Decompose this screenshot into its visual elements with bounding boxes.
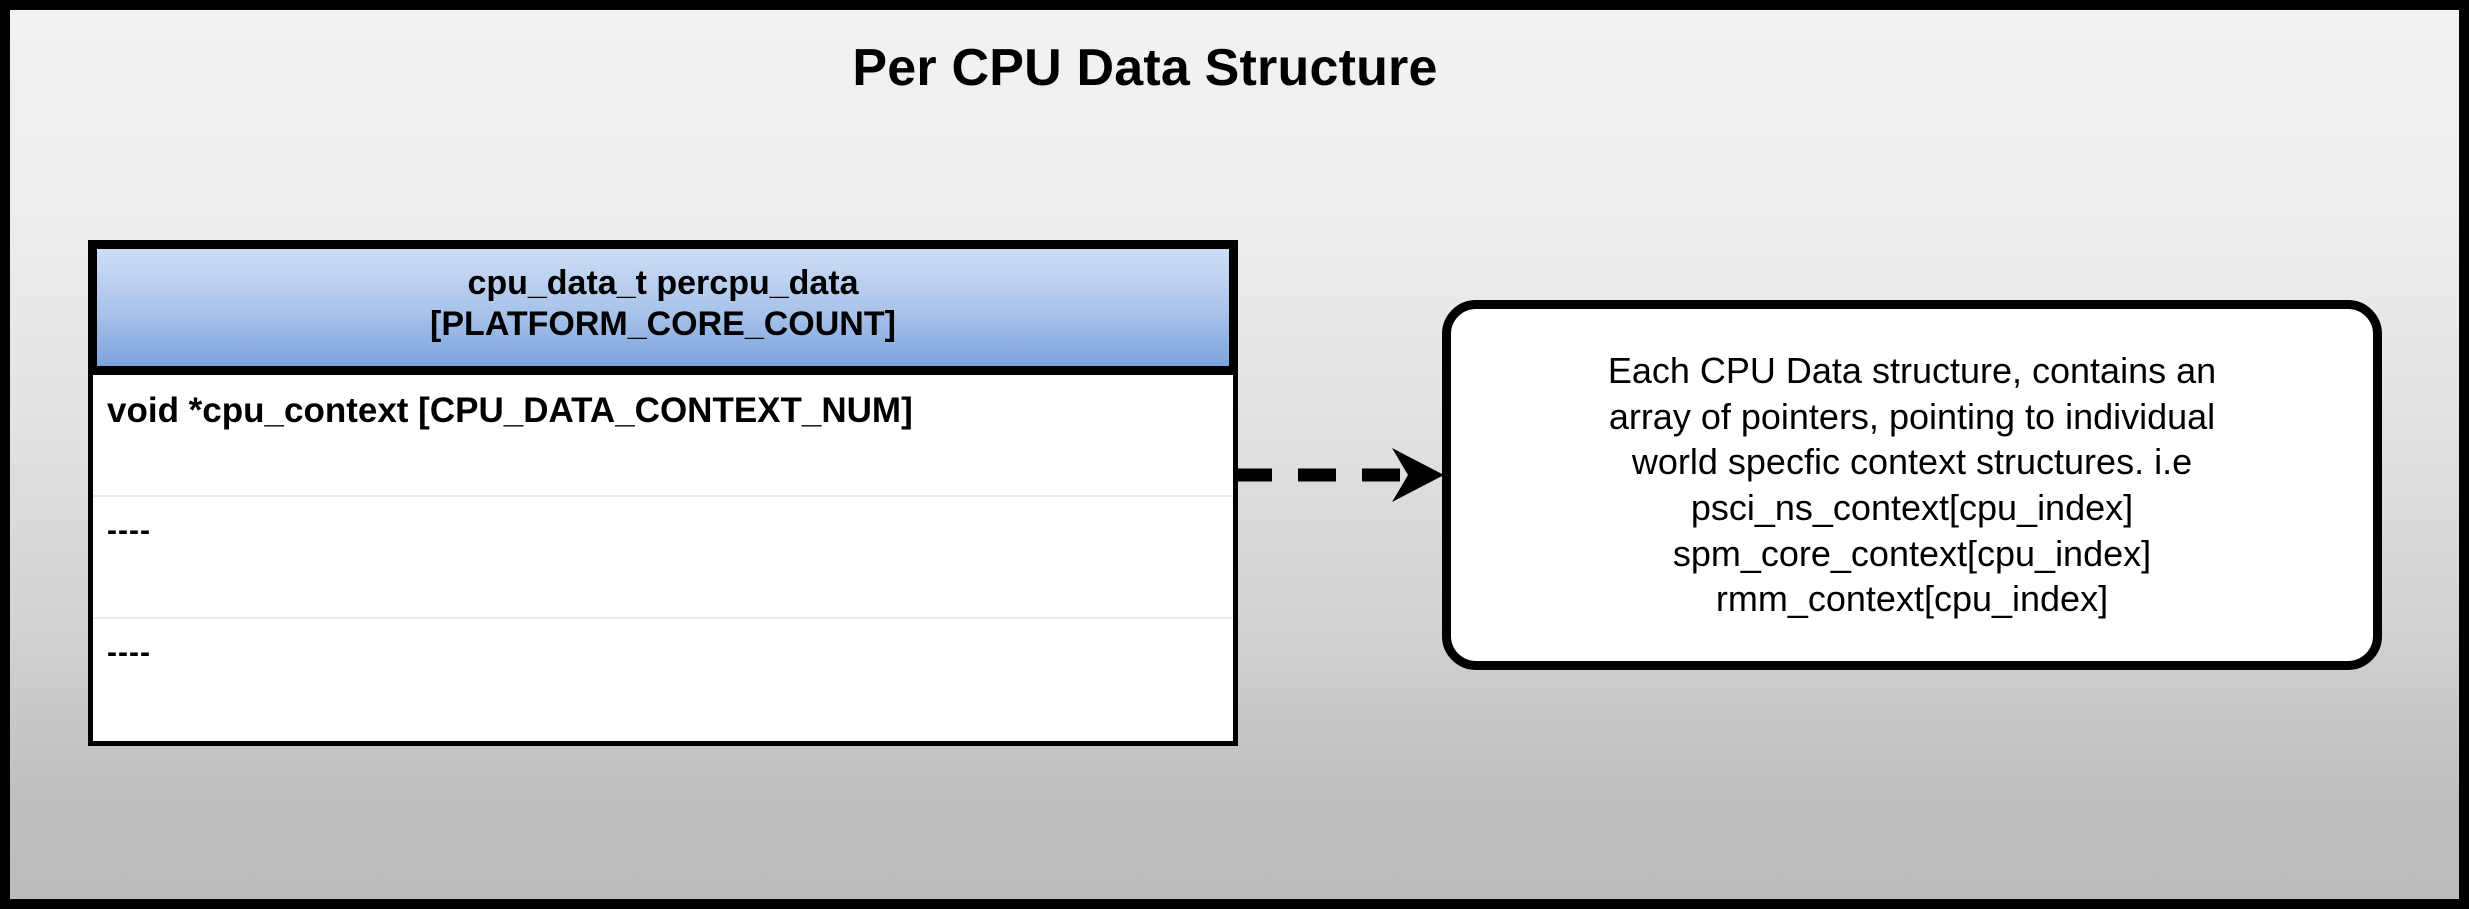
dashed-arrow-icon [1232, 442, 1452, 508]
table-row: ---- [93, 497, 1233, 619]
table-row: void *cpu_context [CPU_DATA_CONTEXT_NUM] [93, 375, 1233, 497]
callout-line-0: Each CPU Data structure, contains an [1607, 349, 2217, 391]
struct-header-line-1: cpu_data_t percpu_data [467, 264, 859, 302]
callout-line-3: psci_ns_context[cpu_index] [1690, 487, 2134, 528]
percpu-data-struct-table: cpu_data_t percpu_data [PLATFORM_CORE_CO… [88, 240, 1238, 746]
table-row: ---- [93, 619, 1233, 741]
callout-line-1: array of pointers, pointing to individua… [1608, 395, 2216, 437]
struct-header-line-2: [PLATFORM_CORE_COUNT] [430, 305, 896, 344]
struct-row-label-1: ---- [107, 513, 151, 547]
struct-table-body: void *cpu_context [CPU_DATA_CONTEXT_NUM]… [88, 374, 1238, 746]
callout-note: Each CPU Data structure, contains an arr… [1442, 300, 2382, 670]
callout-line-4: spm_core_context[cpu_index] [1672, 532, 2152, 574]
callout-line-2: world specfic context structures. i.e [1631, 441, 2193, 483]
struct-row-label-2: ---- [107, 635, 151, 669]
callout-line-5: rmm_context[cpu_index] [1715, 578, 2109, 620]
callout-note-text: Each CPU Data structure, contains an arr… [1608, 348, 2216, 622]
diagram-surface: Per CPU Data Structure cpu_data_t percpu… [10, 10, 2459, 899]
page-title: Per CPU Data Structure [852, 39, 1438, 97]
struct-table-header: cpu_data_t percpu_data [PLATFORM_CORE_CO… [88, 240, 1238, 375]
struct-row-label-0: void *cpu_context [CPU_DATA_CONTEXT_NUM] [107, 390, 913, 430]
